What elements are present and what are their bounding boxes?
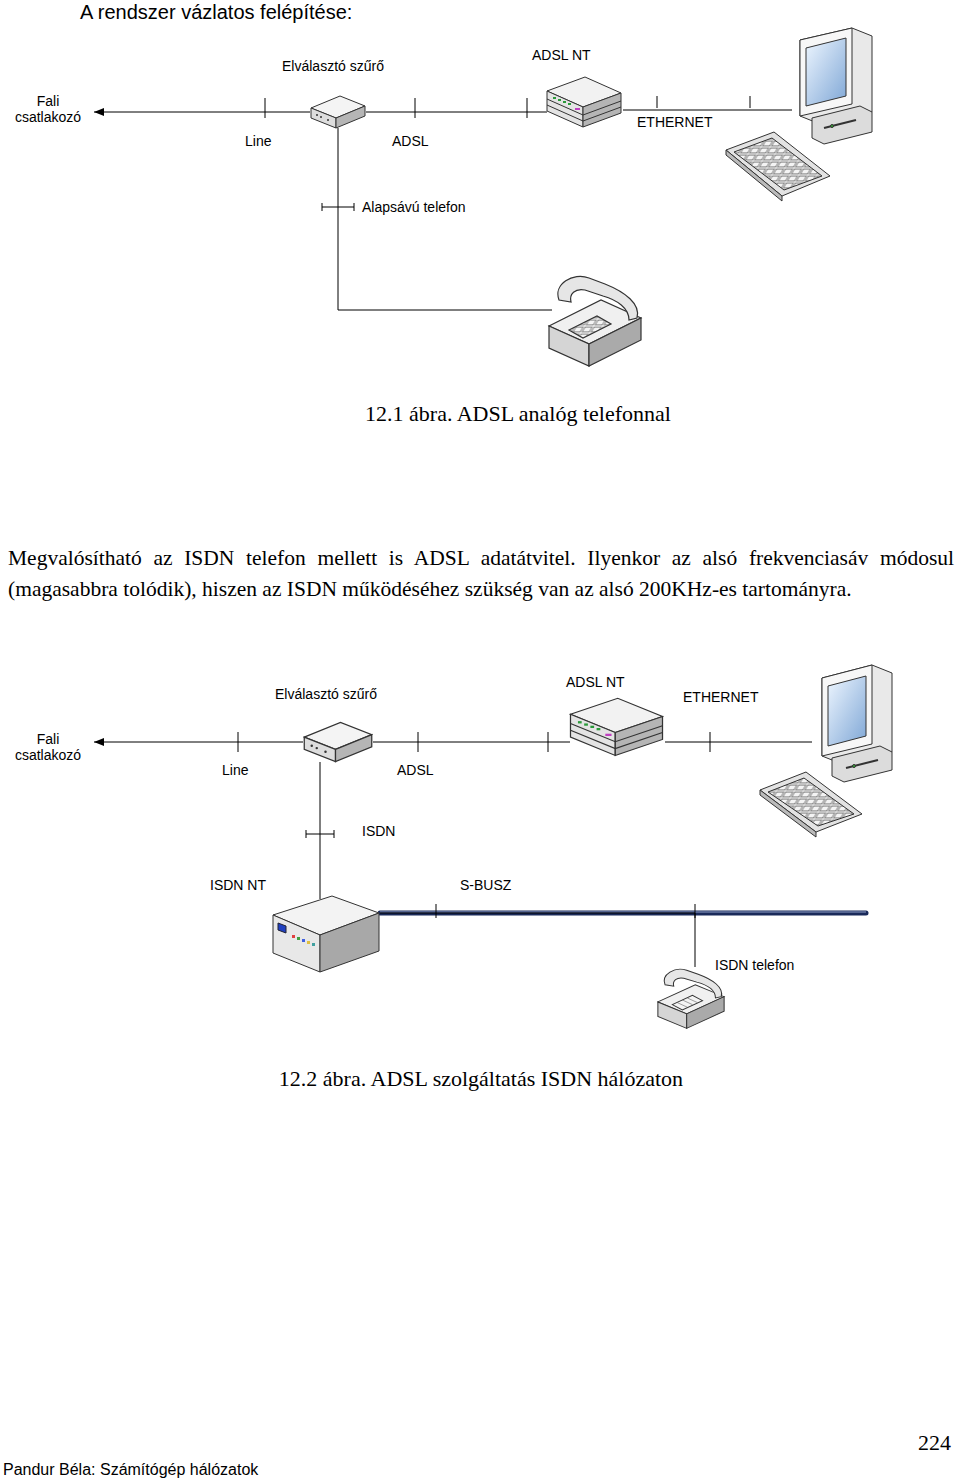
modem-icon <box>545 75 623 131</box>
filter-icon <box>303 720 373 764</box>
footer-text: Pandur Béla: Számítógép hálózatok <box>3 1461 258 1479</box>
isdn-phone-device: ISDN telefon <box>655 965 727 1031</box>
wire-label: ETHERNET <box>683 689 758 705</box>
isdn-nt-device: ISDN NT <box>272 895 380 973</box>
page-number: 224 <box>918 1430 951 1456</box>
wire-label: ETHERNET <box>637 114 712 130</box>
connector <box>380 913 695 967</box>
filter-icon <box>310 94 366 130</box>
connector <box>94 738 303 746</box>
telephone-icon <box>655 965 727 1031</box>
figure-caption: 12.2 ábra. ADSL szolgáltatás ISDN hálóza… <box>0 1066 960 1092</box>
device-label: Elválasztó szűrő <box>282 58 384 74</box>
computer <box>800 28 872 144</box>
wire-label: ISDN <box>360 823 397 839</box>
keyboard <box>760 772 862 837</box>
device-label: ISDN telefon <box>715 957 794 973</box>
figure-caption: 12.1 ábra. ADSL analóg telefonnal <box>0 401 960 427</box>
device-label: ADSL NT <box>532 47 591 63</box>
wire-label: Line <box>220 762 250 778</box>
body-paragraph: Megvalósítható az ISDN telefon mellett i… <box>8 543 954 605</box>
connector-line <box>380 913 695 967</box>
wire-label: Line <box>243 133 273 149</box>
filter-device: Elválasztó szűrő <box>310 94 366 130</box>
connector <box>373 742 570 743</box>
page-heading: A rendszer vázlatos felépítése: <box>80 1 352 24</box>
wire-label: ADSL <box>390 133 431 149</box>
ethernet-wire <box>623 110 792 111</box>
ethernet-wire <box>665 742 812 743</box>
connector <box>94 108 310 116</box>
connector-line <box>320 762 321 899</box>
connector <box>366 112 547 113</box>
connector <box>320 762 321 899</box>
wire-label: S-BUSZ <box>458 877 513 893</box>
socket-label: Fali csatlakozó <box>8 93 88 125</box>
arrowhead <box>94 108 104 116</box>
modem-device: ADSL NT <box>545 75 623 131</box>
filter-device: Elválasztó szűrő <box>303 720 373 764</box>
wall-socket: Fali csatlakozó <box>8 93 88 125</box>
wire-label: Alapsávú telefon <box>362 199 466 215</box>
telephone <box>549 276 641 366</box>
socket-label: Fali csatlakozó <box>8 731 88 763</box>
modem-icon <box>568 696 665 760</box>
wire-label: ADSL <box>395 762 436 778</box>
s-bus <box>380 904 866 918</box>
connector-line <box>94 112 310 113</box>
keyboard <box>726 132 830 201</box>
device-label: Elválasztó szűrő <box>275 686 377 702</box>
arrowhead <box>94 738 104 746</box>
device-label: ADSL NT <box>566 674 625 690</box>
connector-line <box>366 112 547 113</box>
computer <box>822 665 892 782</box>
connector-line <box>94 742 303 743</box>
modem-device: ADSL NT <box>568 696 665 760</box>
device-label: ISDN NT <box>210 877 266 893</box>
connector-ticks <box>265 96 750 211</box>
isdn-nt-icon <box>272 895 380 973</box>
connector-line <box>373 742 570 743</box>
wall-socket: Fali csatlakozó <box>8 731 88 763</box>
phone-wire <box>338 128 552 310</box>
